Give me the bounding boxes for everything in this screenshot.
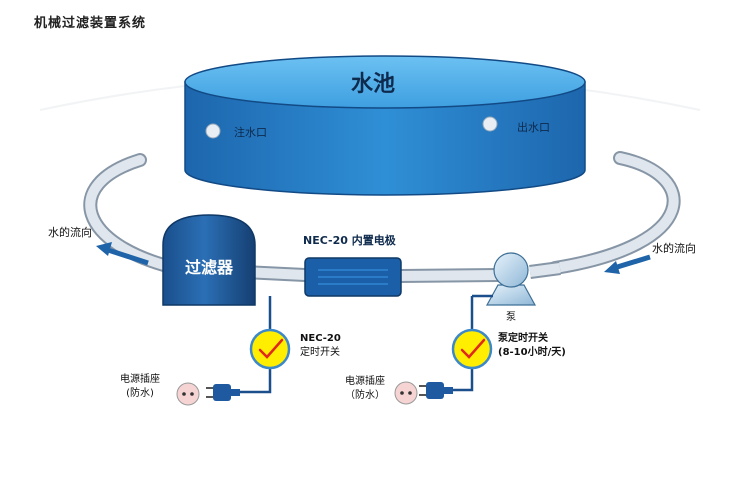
outlet-icon (482, 116, 498, 132)
timer-left-line2: 定时开关 (300, 345, 340, 358)
socket-left-line1: 电源插座 (120, 372, 160, 385)
power-plug-icon (206, 384, 240, 401)
socket-right: 电源插座 （防水） (345, 374, 453, 405)
filter-label: 过滤器 (185, 258, 234, 277)
power-plug-icon (419, 382, 453, 399)
socket-right-line1: 电源插座 (345, 374, 385, 387)
flow-label-left: 水的流向 (48, 225, 92, 239)
pool-label: 水池 (351, 72, 395, 97)
power-socket-icon (176, 382, 200, 406)
electrode: NEC-20 内置电极 (303, 233, 402, 297)
timer-left-line1: NEC-20 (300, 333, 341, 344)
timer-left: NEC-20 定时开关 (240, 296, 341, 394)
timer-right: 泵定时开关 (8-10小时/天) (445, 294, 566, 392)
flow-arrow-right: 水的流向 (604, 241, 696, 274)
pump-label: 泵 (506, 311, 516, 323)
flow-label-right: 水的流向 (652, 241, 696, 255)
timer-right-line1: 泵定时开关 (498, 331, 548, 344)
socket-left: 电源插座 (防水) (120, 372, 240, 406)
circulation-pipe (83, 151, 681, 283)
timer-right-line2: (8-10小时/天) (498, 345, 566, 358)
electrode-label: NEC-20 内置电极 (303, 233, 397, 247)
power-socket-icon (394, 381, 418, 405)
diagram-title: 机械过滤装置系统 (34, 16, 147, 31)
pool: 水池 注水口 出水口 (184, 55, 586, 196)
outlet-label: 出水口 (517, 120, 550, 134)
pump: 泵 (485, 252, 537, 323)
inlet-label: 注水口 (234, 125, 267, 139)
flow-arrow-left: 水的流向 (48, 225, 149, 266)
filter: 过滤器 (162, 214, 256, 306)
socket-left-line2: (防水) (126, 386, 154, 399)
socket-right-line2: （防水） (345, 388, 385, 401)
inlet-icon (205, 123, 221, 139)
